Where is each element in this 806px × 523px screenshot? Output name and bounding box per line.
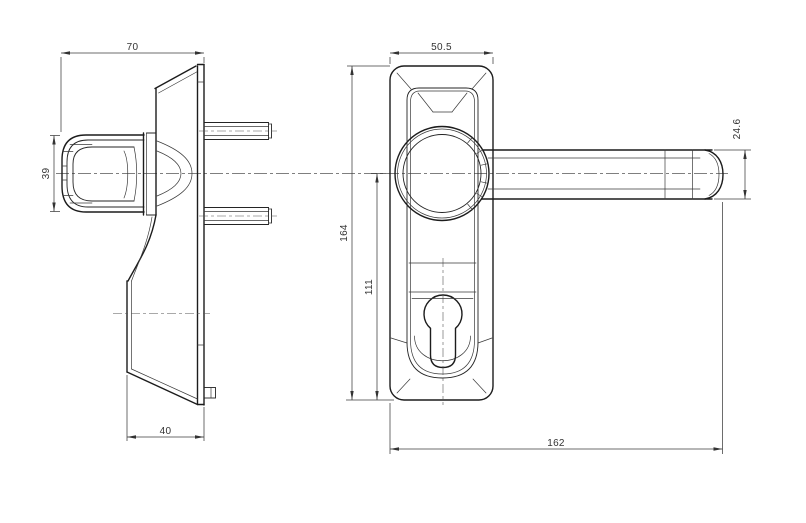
facet-line — [451, 92, 468, 113]
facet-line — [477, 337, 493, 344]
dimension-24-6: 24.6 — [714, 119, 751, 200]
bevel-line — [396, 72, 412, 90]
dim-label-plate-height: 164 — [339, 224, 350, 242]
plate-bottom-slant-inner — [131, 368, 198, 400]
grip-mid-contour — [66, 139, 145, 208]
facet-line — [390, 337, 408, 344]
dim-label-cylinder-to-bottom: 111 — [364, 279, 375, 295]
plate-top-slant-inner — [158, 71, 198, 94]
dim-label-plate-base-depth: 40 — [160, 426, 172, 437]
rose-mid-circle — [397, 128, 487, 219]
plate-top-slant-outer — [154, 65, 197, 90]
dimension-39: 39 — [41, 135, 60, 212]
bevel-line — [396, 378, 411, 394]
lever-end-cap-inner — [708, 153, 720, 196]
dimension-40: 40 — [126, 375, 205, 441]
bevel-line — [472, 378, 487, 394]
facet-line — [417, 92, 434, 113]
dim-label-side-depth: 70 — [127, 42, 139, 53]
raised-stadium-inner — [410, 90, 475, 375]
lever-arm — [480, 149, 724, 200]
lever-end-cap-outer — [704, 149, 724, 200]
bevel-line — [471, 72, 487, 90]
dimension-164: 164 — [339, 65, 394, 401]
raised-stadium-outer — [406, 87, 479, 379]
grip-outer-contour — [61, 134, 145, 213]
grip-cap-contour — [72, 146, 135, 202]
plate-scurve-inner — [131, 216, 153, 282]
dimension-70: 70 — [60, 42, 205, 132]
dim-label-grip-height: 39 — [41, 168, 52, 180]
upper-fixing-stud — [199, 122, 277, 140]
dimension-50-5: 50.5 — [389, 42, 494, 64]
dim-label-lever-height: 24.6 — [732, 119, 743, 140]
front-view — [389, 65, 724, 405]
lower-fixing-stud — [199, 207, 277, 225]
boss-dome-outer — [156, 140, 193, 207]
grip-cap-edge — [133, 146, 138, 202]
lever-collar-fan — [467, 137, 489, 210]
boss-dome-inner — [156, 150, 182, 197]
dimension-162: 162 — [389, 202, 723, 454]
stadium-bottom-arc — [414, 335, 471, 362]
side-view — [56, 63, 728, 406]
bottom-clip-stub — [203, 387, 216, 399]
rose-outer-circle — [394, 125, 490, 222]
dimension-111: 111 — [364, 173, 386, 400]
plate-scurve-outer — [127, 214, 157, 282]
rose-inner-circle — [402, 134, 482, 213]
euro-cylinder-keyhole — [423, 294, 463, 369]
plate-bottom-slant-outer — [126, 371, 199, 406]
dim-label-plate-width: 50.5 — [431, 42, 452, 53]
escutcheon-plate-outline — [389, 65, 494, 401]
grip-cap-inner-line — [123, 150, 129, 199]
dim-label-overall-length: 162 — [547, 438, 565, 449]
